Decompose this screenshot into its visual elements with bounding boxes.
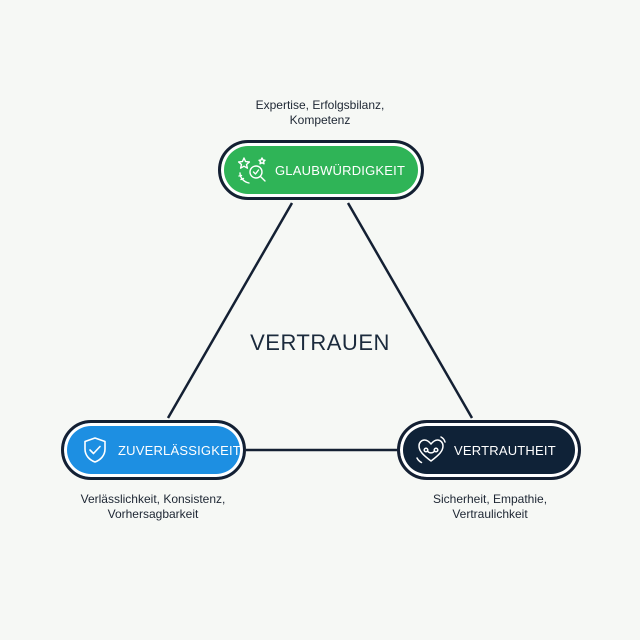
description-line: Vertraulichkeit — [452, 507, 528, 521]
node-label: GLAUBWÜRDIGKEIT — [275, 162, 406, 178]
heart-connect-icon — [414, 433, 448, 467]
node-zuverlaessigkeit: ZUVERLÄSSIGKEIT — [61, 420, 246, 480]
description-line: Vorhersagbarkeit — [107, 507, 199, 521]
shield-check-icon — [78, 433, 112, 467]
description-line: Kompetenz — [289, 113, 351, 127]
zuverlaessigkeit-description: Verlässlichkeit, Konsistenz, Vorhersagba… — [40, 492, 266, 522]
edge-glaubwuerdigkeit-zuverlaessigkeit — [166, 202, 294, 419]
glaubwuerdigkeit-description: Expertise, Erfolgsbilanz, Kompetenz — [200, 98, 440, 128]
center-label: VERTRAUEN — [250, 330, 390, 355]
award-magnifier-icon — [235, 153, 269, 187]
node-vertrautheit: VERTRAUTHEIT — [397, 420, 581, 480]
description-line: Sicherheit, Empathie, — [432, 492, 548, 506]
node-glaubwuerdigkeit: GLAUBWÜRDIGKEIT — [218, 140, 424, 200]
edge-glaubwuerdigkeit-vertrautheit — [346, 202, 474, 419]
node-label: VERTRAUTHEIT — [454, 442, 556, 458]
description-line: Expertise, Erfolgsbilanz, — [255, 98, 385, 112]
description-line: Verlässlichkeit, Konsistenz, — [80, 492, 226, 506]
node-label: ZUVERLÄSSIGKEIT — [118, 442, 241, 458]
vertrautheit-description: Sicherheit, Empathie, Vertraulichkeit — [380, 492, 600, 522]
